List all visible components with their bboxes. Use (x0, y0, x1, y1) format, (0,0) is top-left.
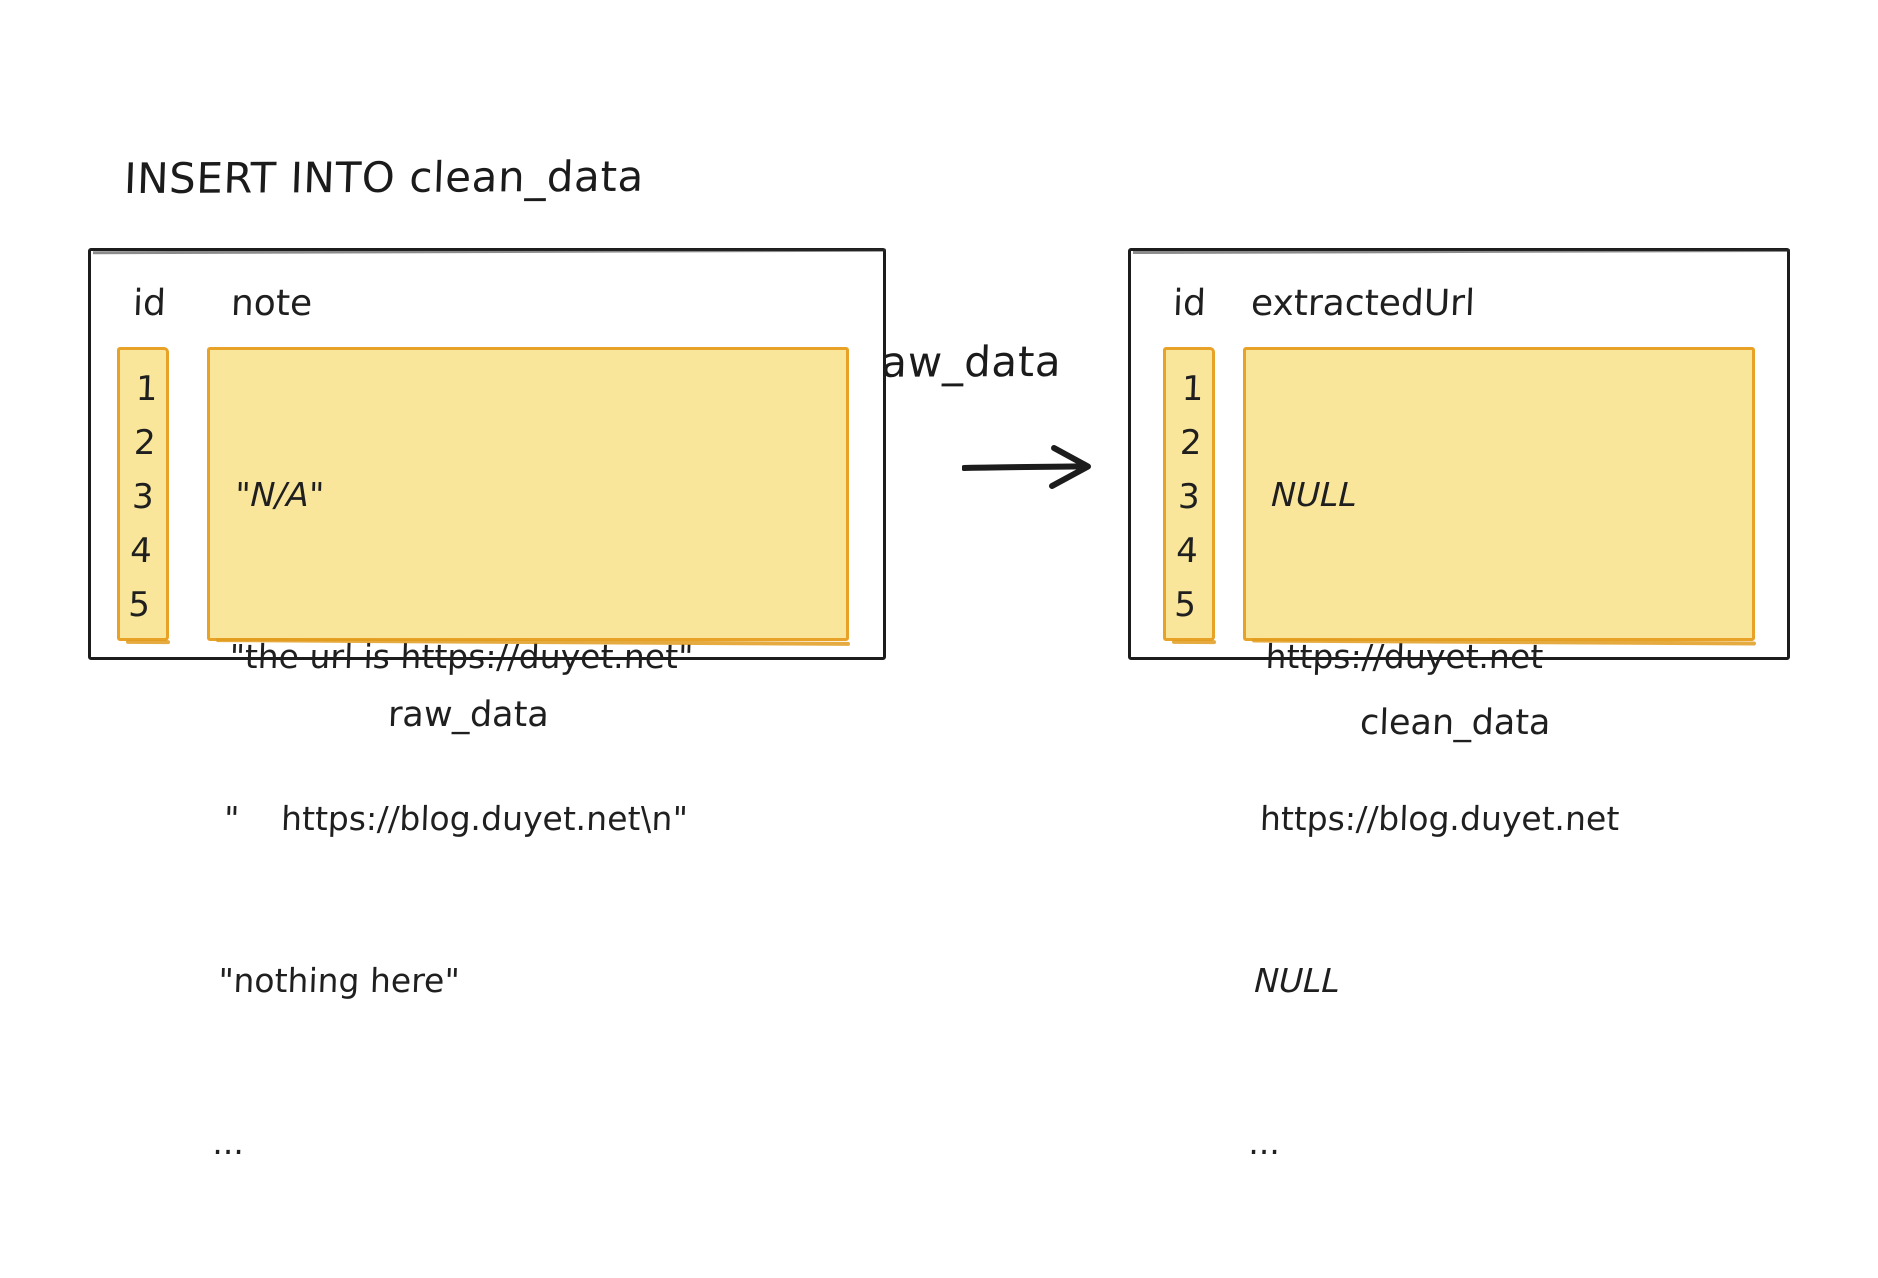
source-id-cell: 2 (133, 423, 157, 463)
target-id-values: 1 2 3 4 5 (1161, 362, 1216, 632)
source-table-caption: raw_data (387, 695, 550, 735)
target-extractedurl-cell: ... (1248, 1123, 1281, 1162)
source-id-cell: 5 (127, 585, 151, 625)
source-id-values: 1 2 3 4 5 (115, 362, 170, 632)
source-column-header-id: id (132, 283, 167, 324)
source-note-cell: "N/A" (234, 475, 325, 514)
source-note-cell: " https://blog.duyet.net\n" (223, 799, 689, 838)
source-note-cell: ... (212, 1123, 245, 1162)
source-table-column-headers: id note (90, 273, 884, 335)
source-id-cell: 3 (131, 477, 155, 517)
target-table-caption: clean_data (1359, 703, 1552, 743)
target-extractedurl-cell: NULL (1253, 961, 1341, 1000)
target-table-clean-data: id extractedUrl 1 2 3 4 5 NULL https://d… (1128, 248, 1790, 1162)
arrow-right-icon (961, 442, 1112, 492)
target-extractedurl-values: NULL https://duyet.net https://blog.duye… (1244, 360, 1762, 1278)
target-extractedurl-column-highlight: NULL https://duyet.net https://blog.duye… (1243, 347, 1755, 1162)
target-id-cell: 4 (1175, 531, 1199, 571)
source-id-column-highlight: 1 2 3 4 5 (117, 347, 169, 641)
target-id-column-highlight: 1 2 3 4 5 (1163, 347, 1215, 641)
source-id-cell: 4 (129, 531, 153, 571)
target-id-cell: 3 (1177, 477, 1201, 517)
target-id-cell: 2 (1179, 423, 1203, 463)
target-extractedurl-cell: NULL (1270, 475, 1358, 514)
source-id-cell: 1 (135, 369, 159, 409)
target-column-header-id: id (1172, 283, 1207, 324)
target-id-cell: 1 (1181, 369, 1205, 409)
target-id-cell: 5 (1173, 585, 1197, 625)
target-extractedurl-cell: https://blog.duyet.net (1259, 799, 1621, 838)
source-note-values: "N/A" "the url is https://duyet.net" " h… (208, 360, 856, 1278)
source-note-cell: "the url is https://duyet.net" (228, 637, 694, 676)
source-table-raw-data: id note 1 2 3 4 5 "N/A" "the url is http… (88, 248, 886, 1162)
target-extractedurl-cell: https://duyet.net (1264, 637, 1544, 676)
target-table-column-headers: id extractedUrl (1130, 273, 1788, 335)
target-column-header-extractedurl: extractedUrl (1250, 283, 1476, 324)
source-column-header-note: note (230, 283, 313, 324)
sql-query-line-1: INSERT INTO clean_data (123, 152, 645, 204)
source-note-cell: "nothing here" (217, 961, 461, 1000)
source-note-column-highlight: "N/A" "the url is https://duyet.net" " h… (207, 347, 849, 1162)
